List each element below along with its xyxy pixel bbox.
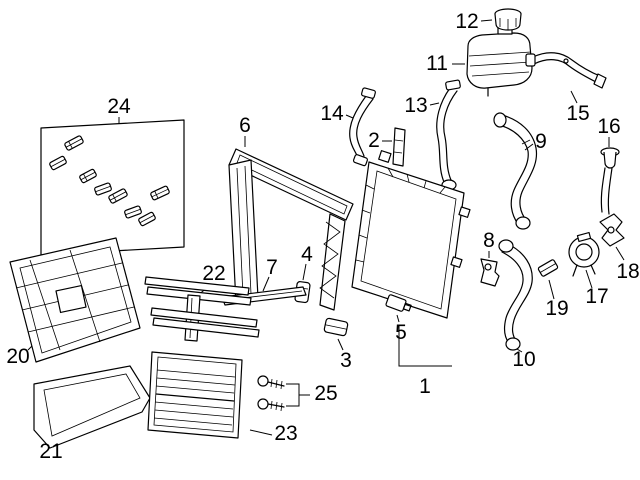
callout-13: 13: [404, 94, 427, 117]
callout-10: 10: [512, 348, 535, 371]
callout-7: 7: [266, 256, 278, 279]
part-6-radiator-support-drawing: [228, 136, 354, 311]
part-23-shutter-assembly-drawing: [147, 351, 273, 439]
part-22-shutter-slats-drawing: [144, 276, 260, 342]
part-4-clip-drawing: [294, 263, 311, 304]
callout-20: 20: [6, 345, 29, 368]
callout-3: 3: [340, 349, 352, 372]
part-24-fastener-kit-drawing: [40, 117, 185, 256]
callout-15: 15: [566, 102, 589, 125]
part-11-expansion-tank-drawing: [452, 25, 533, 97]
part-10-hose-drawing: [498, 239, 533, 353]
part-8-bracket-drawing: [480, 251, 500, 287]
part-19-clip-drawing: [537, 259, 559, 300]
callout-12: 12: [455, 10, 478, 33]
callout-19: 19: [545, 297, 568, 320]
part-16-grommet-drawing: [600, 137, 620, 215]
callout-11: 11: [426, 52, 448, 75]
part-25-screws-drawing: [257, 375, 310, 412]
callout-22: 22: [202, 262, 225, 285]
callout-16: 16: [597, 115, 620, 138]
callout-4: 4: [301, 243, 313, 266]
part-12-cap-drawing: [480, 8, 522, 31]
callout-23: 23: [274, 422, 297, 445]
part-5-sensor-drawing: [385, 294, 412, 323]
callout-8: 8: [483, 229, 495, 252]
callout-1: 1: [419, 375, 431, 398]
part-21-air-deflector-drawing: [33, 365, 151, 449]
callout-6: 6: [239, 114, 251, 137]
part-20-grille-shutter-drawing: [9, 237, 141, 363]
part-2-bracket-drawing: [382, 127, 406, 167]
callout-14: 14: [320, 102, 344, 125]
callout-2: 2: [368, 129, 380, 152]
callout-25: 25: [314, 382, 337, 405]
part-13-hose-drawing: [429, 79, 461, 191]
part-17-fitting-drawing: [568, 231, 600, 289]
part-1-radiator-drawing: [351, 150, 471, 367]
callout-17: 17: [585, 285, 608, 308]
part-15-hose-drawing: [525, 52, 607, 104]
callout-5: 5: [395, 321, 407, 344]
callout-24: 24: [107, 95, 131, 118]
part-9-hose-drawing: [493, 112, 538, 230]
part-18-bracket-drawing: [599, 213, 625, 261]
callout-9: 9: [535, 130, 547, 153]
part-3-bracket-drawing: [323, 317, 349, 351]
callout-18: 18: [616, 260, 639, 283]
part-14-hose-drawing: [345, 87, 376, 167]
callout-21: 21: [39, 440, 62, 463]
